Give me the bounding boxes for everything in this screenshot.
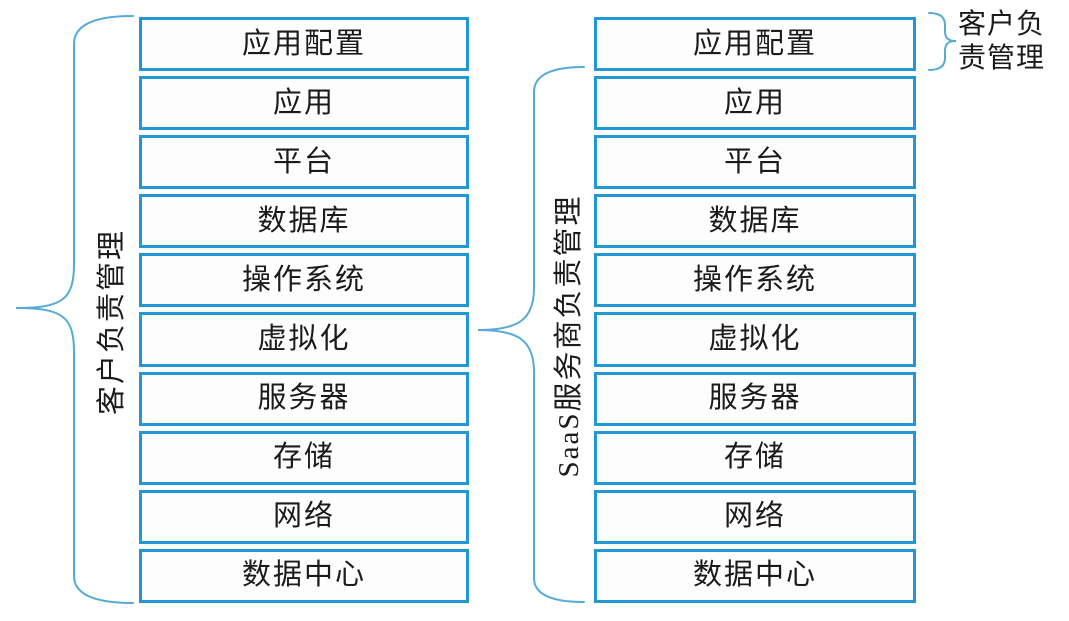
layer-box-datacenter: 数据中心	[139, 548, 469, 603]
layer-box-os: 操作系统	[139, 253, 469, 308]
layer-label: 网络	[723, 500, 786, 533]
layer-box-application: 应用	[139, 76, 469, 131]
layer-box-server: 服务器	[594, 371, 916, 426]
layer-box-virtualization: 虚拟化	[139, 312, 469, 367]
layer-label: 虚拟化	[708, 323, 802, 356]
layer-label: 服务器	[257, 382, 351, 415]
layer-label: 虚拟化	[257, 323, 351, 356]
saas-managed-stack: 应用配置 应用 平台 数据库 操作系统 虚拟化 服务器 存储 网络 数据中心	[594, 17, 916, 603]
layer-box-database: 数据库	[139, 194, 469, 249]
layer-box-app-config: 应用配置	[594, 17, 916, 72]
layer-box-virtualization: 虚拟化	[594, 312, 916, 367]
layer-box-os: 操作系统	[594, 253, 916, 308]
layer-label: 数据库	[257, 204, 351, 237]
layer-label: 应用	[272, 86, 335, 119]
customer-brace-label: 客户负责管理	[96, 228, 128, 416]
corner-label-line1: 客户负	[958, 9, 1046, 40]
layer-box-application: 应用	[594, 76, 916, 131]
layer-label: 应用配置	[241, 27, 366, 60]
layer-box-storage: 存储	[594, 430, 916, 485]
saas-brace-label: SaaS服务商负责管理	[553, 194, 585, 478]
layer-label: 存储	[723, 441, 786, 474]
layer-label: 应用	[723, 86, 786, 119]
layer-box-app-config: 应用配置	[139, 17, 469, 72]
layer-label: 网络	[272, 500, 335, 533]
customer-managed-corner-label: 客户负 责管理	[958, 8, 1045, 76]
layer-label: 数据库	[708, 204, 802, 237]
layer-box-storage: 存储	[139, 430, 469, 485]
layer-box-platform: 平台	[139, 135, 469, 190]
layer-box-network: 网络	[594, 489, 916, 544]
customer-managed-stack: 应用配置 应用 平台 数据库 操作系统 虚拟化 服务器 存储 网络 数据中心	[139, 17, 469, 603]
layer-label: 服务器	[708, 382, 802, 415]
layer-box-platform: 平台	[594, 135, 916, 190]
top-right-brace	[928, 12, 957, 71]
layer-label: 操作系统	[241, 263, 366, 296]
layer-label: 存储	[272, 441, 335, 474]
corner-label-line2: 责管理	[958, 43, 1046, 74]
layer-label: 平台	[723, 145, 786, 178]
layer-label: 平台	[272, 145, 335, 178]
layer-box-datacenter: 数据中心	[594, 548, 916, 603]
layer-label: 操作系统	[692, 263, 817, 296]
layer-label: 数据中心	[241, 559, 366, 592]
layer-box-database: 数据库	[594, 194, 916, 249]
layer-label: 应用配置	[692, 27, 817, 60]
layer-box-network: 网络	[139, 489, 469, 544]
layer-box-server: 服务器	[139, 371, 469, 426]
layer-label: 数据中心	[692, 559, 817, 592]
